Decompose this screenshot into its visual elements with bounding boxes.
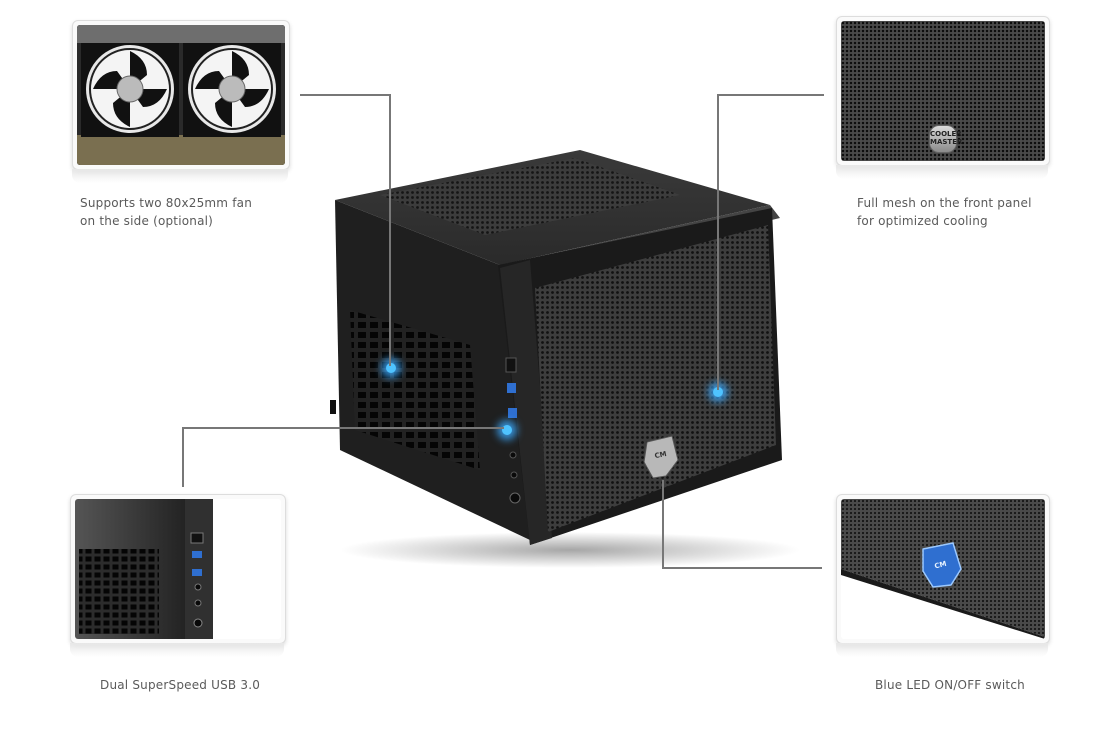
thumbnail-reflection xyxy=(70,643,284,657)
caption-line: Dual SuperSpeed USB 3.0 xyxy=(100,678,261,692)
connector-line-led-vertical xyxy=(662,480,664,568)
caption-line: Blue LED ON/OFF switch xyxy=(875,678,1025,692)
side-fan-indicator-dot xyxy=(386,363,396,373)
thumbnail-front-mesh: COOLER MASTER xyxy=(836,16,1050,166)
caption-line: Full mesh on the front panel xyxy=(857,196,1032,210)
connector-line-mesh xyxy=(718,94,824,96)
logo-text-line-1: COOLER xyxy=(930,130,962,138)
mesh-indicator-dot xyxy=(713,387,723,397)
connector-line-mesh-vertical xyxy=(717,94,719,390)
thumbnail-reflection xyxy=(836,165,1048,179)
caption-fan-support: Supports two 80x25mm fan on the side (op… xyxy=(80,194,252,230)
usb-indicator-dot xyxy=(502,425,512,435)
caption-line: on the side (optional) xyxy=(80,214,214,228)
caption-line: Supports two 80x25mm fan xyxy=(80,196,252,210)
front-io-strip xyxy=(500,260,552,545)
front-mesh-panel xyxy=(535,225,776,532)
thumbnail-fan-closeup xyxy=(72,20,290,170)
side-vent xyxy=(350,310,480,470)
usb-closeup-illustration xyxy=(75,499,213,639)
connector-line-led xyxy=(662,567,822,569)
connector-line-usb-vertical xyxy=(182,427,184,487)
logo-text-line-2: MASTER xyxy=(930,138,963,146)
connector-line-fan xyxy=(300,94,390,96)
top-vent-grill xyxy=(380,158,680,235)
case-logo xyxy=(643,435,679,479)
thumbnail-reflection xyxy=(836,643,1048,657)
thumbnail-usb-ports xyxy=(70,494,286,644)
connector-line-fan-vertical xyxy=(389,94,391,366)
thumbnail-reflection xyxy=(72,169,288,183)
connector-line-usb xyxy=(182,427,504,429)
pc-case-illustration: CM xyxy=(330,150,800,568)
mesh-thumbnail-logo: COOLER MASTER xyxy=(929,125,962,153)
dual-fan-illustration xyxy=(77,25,285,165)
caption-front-mesh: Full mesh on the front panel for optimiz… xyxy=(857,194,1032,230)
svg-text:CM: CM xyxy=(934,560,948,571)
caption-led-switch: Blue LED ON/OFF switch xyxy=(875,676,1025,694)
caption-line: for optimized cooling xyxy=(857,214,988,228)
svg-text:CM: CM xyxy=(654,450,668,460)
led-logo-illustration: CM xyxy=(841,499,1045,639)
caption-usb: Dual SuperSpeed USB 3.0 xyxy=(100,676,260,694)
thumbnail-led-logo: CM xyxy=(836,494,1050,644)
